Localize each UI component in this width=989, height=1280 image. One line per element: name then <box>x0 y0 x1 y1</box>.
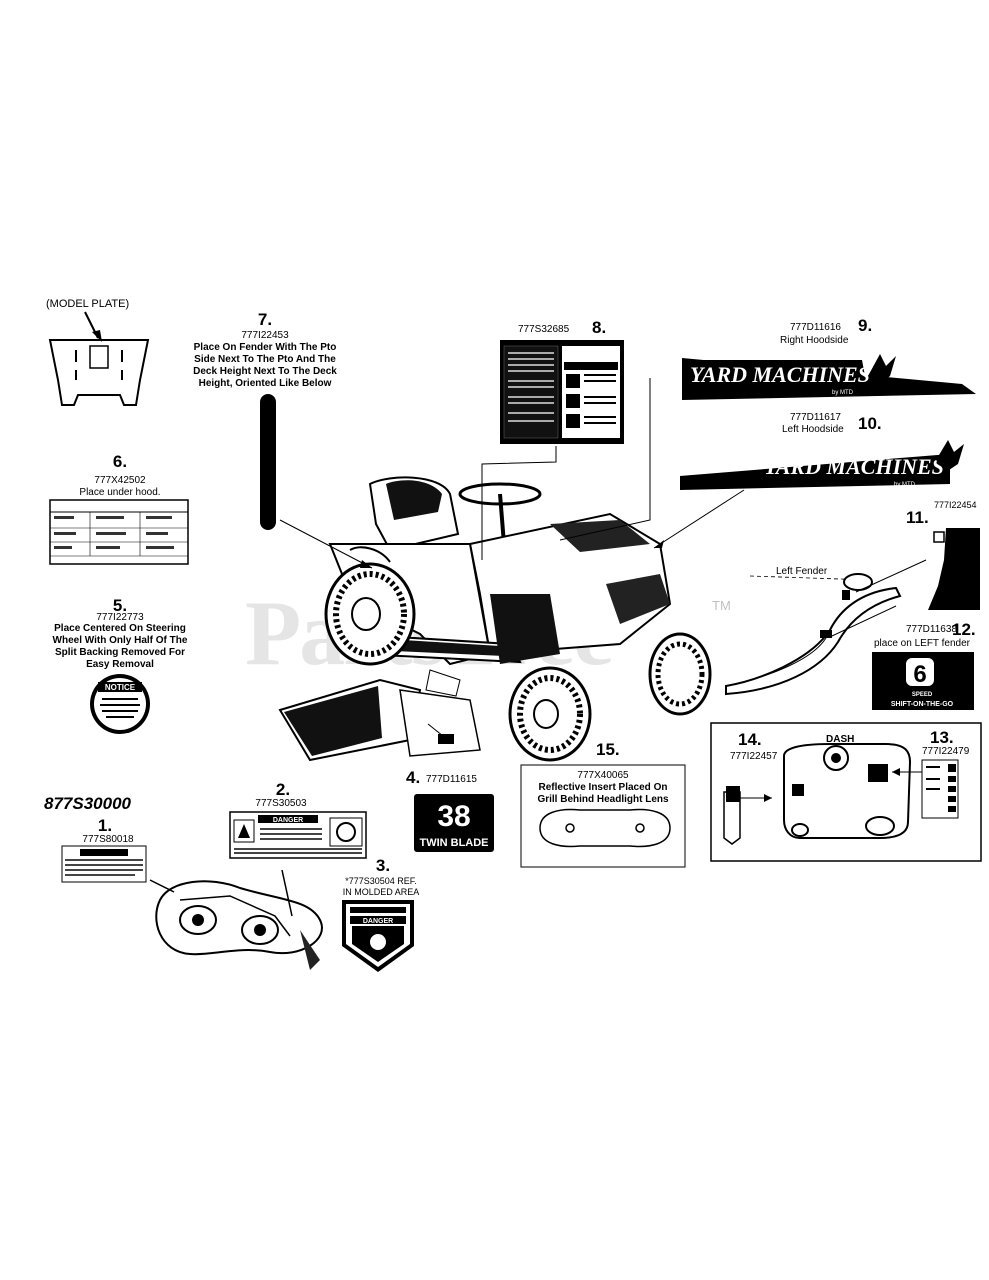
item-15-line-1: Reflective Insert Placed On <box>538 782 668 793</box>
left-fender-label: Left Fender <box>776 566 828 577</box>
danger-text-3: DANGER <box>363 918 393 925</box>
item-7-line-3: Deck Height Next To The Deck <box>193 366 337 377</box>
danger-text-2: DANGER <box>273 817 303 824</box>
item-4-decal: 38 TWIN BLADE <box>414 794 494 852</box>
svg-text:38: 38 <box>437 800 470 833</box>
item-6-part: 777X42502 <box>94 475 146 486</box>
item-11-number: 11. <box>906 508 929 527</box>
item-3-part: *777S30504 REF. <box>345 876 417 886</box>
by-mtd-10: by MTD <box>894 482 916 488</box>
item-15-box <box>520 764 686 868</box>
model-plate-drawing <box>48 311 150 406</box>
item-2-part: 777S30503 <box>255 798 307 809</box>
item-14-number: 14. <box>738 730 762 749</box>
by-mtd-9: by MTD <box>832 390 854 396</box>
model-plate-label: (MODEL PLATE) <box>46 298 130 310</box>
item-7-number: 7. <box>257 310 273 329</box>
item-6-note: Place under hood. <box>79 487 161 498</box>
bagger-drawing <box>278 669 481 762</box>
deck-cover-drawing <box>149 869 323 970</box>
item-15-part: 777X40065 <box>577 770 629 781</box>
shift-on-the-go-text: SHIFT-ON-THE-GO <box>891 701 954 708</box>
item-5-part: 777I22773 <box>96 612 144 623</box>
item-11-decal <box>928 528 980 610</box>
item-10-decal: YARD MACHINES by MTD <box>680 440 964 490</box>
item-12-decal: 6 SPEED SHIFT-ON-THE-GO <box>872 652 974 710</box>
yard-machines-text-10: YARD MACHINES <box>764 454 944 479</box>
item-3-note: IN MOLDED AREA <box>342 887 420 897</box>
item-9-decal: YARD MACHINES by MTD <box>682 354 976 400</box>
kit-part-number: 877S30000 <box>44 794 131 813</box>
notice-text: NOTICE <box>105 683 136 692</box>
item-15-line-2: Grill Behind Headlight Lens <box>537 794 669 805</box>
item-9-note: Right Hoodside <box>780 335 849 346</box>
item-6-number: 6. <box>112 452 128 471</box>
item-12-note: place on LEFT fender <box>874 638 970 649</box>
speed-text: SPEED <box>912 692 933 698</box>
twin-blade-text: TWIN BLADE <box>419 837 488 849</box>
item-5-number: 5. <box>112 596 128 615</box>
dash-box <box>710 722 982 862</box>
item-6-decal <box>49 499 189 565</box>
item-12-part: 777D11638 <box>906 624 957 635</box>
item-7-line-1: Place On Fender With The Pto <box>193 342 337 353</box>
item-7-line-4: Height, Oriented Like Below <box>198 378 332 389</box>
item-2-decal: DANGER <box>229 811 367 859</box>
item-5-decal: NOTICE <box>90 674 150 734</box>
item-3-decal: DANGER <box>342 900 414 972</box>
item-7-line-2: Side Next To The Pto And The <box>194 354 336 365</box>
dash-label: DASH <box>826 734 855 745</box>
item-3-number: 3. <box>375 856 391 875</box>
left-fender-drawing <box>725 559 927 696</box>
yard-machines-text-9: YARD MACHINES <box>690 362 870 387</box>
item-14-part: 777I22457 <box>730 751 778 762</box>
item-7-part: 777I22453 <box>241 330 289 341</box>
item-8-decal <box>500 340 624 444</box>
item-12-number: 12. <box>952 620 976 639</box>
item-1-number: 1. <box>97 816 113 835</box>
item-5-line-2: Wheel With Only Half Of The <box>52 635 188 646</box>
item-10-part: 777D11617 <box>790 412 841 423</box>
item-5-line-1: Place Centered On Steering <box>54 623 186 634</box>
item-5-line-3: Split Backing Removed For <box>54 647 186 658</box>
item-8-part: 777S32685 <box>518 324 570 335</box>
item-1-part: 777S80018 <box>82 834 134 845</box>
item-4-number: 4. <box>406 768 421 787</box>
item-15-number: 15. <box>596 740 620 759</box>
item-1-decal <box>61 845 147 883</box>
item-4-part: 777D11615 <box>426 774 477 785</box>
svg-text:6: 6 <box>913 661 926 688</box>
item-9-part: 777D11616 <box>790 322 841 333</box>
item-10-note: Left Hoodside <box>782 424 844 435</box>
item-13-part: 777I22479 <box>922 746 970 757</box>
item-8-number: 8. <box>592 318 607 337</box>
item-2-number: 2. <box>275 780 291 799</box>
item-7-decal <box>260 394 276 530</box>
tractor-drawing <box>324 476 712 762</box>
item-9-number: 9. <box>858 316 873 335</box>
item-13-number: 13. <box>930 728 954 747</box>
watermark-tm: TM <box>712 598 731 613</box>
item-5-line-4: Easy Removal <box>86 659 154 670</box>
item-10-number: 10. <box>858 414 882 433</box>
item-11-part: 777I22454 <box>934 500 977 510</box>
